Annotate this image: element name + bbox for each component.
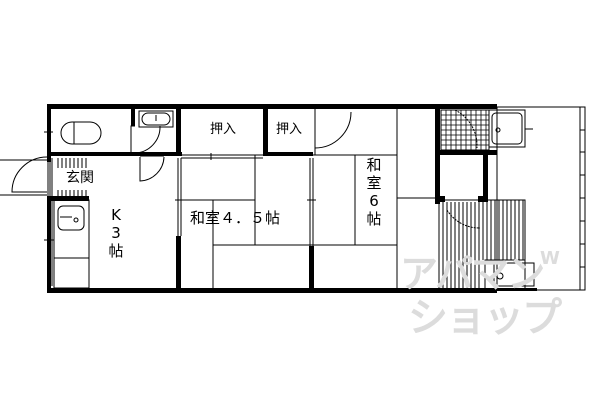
kitchen-label-k: K: [111, 206, 121, 224]
kitchen-label-jo: 帖: [108, 242, 124, 260]
washitsu6-door: [314, 110, 352, 149]
kitchen-label-num: 3: [111, 224, 121, 242]
room-label-washitsu-45: 和室４．５帖: [190, 209, 281, 227]
room-label-entrance: 玄関: [66, 170, 94, 186]
washitsu6-label-wa: 和: [366, 156, 382, 174]
hall-door: [139, 156, 165, 182]
kitchen-sink: [57, 205, 85, 231]
washitsu6-label-num: 6: [369, 192, 379, 210]
watermark-line1: アパマン: [400, 252, 545, 296]
watermark-mark: W: [540, 248, 560, 269]
bathtub: [60, 121, 102, 145]
washitsu6-label-jo: 帖: [366, 210, 382, 228]
toilet-door: [130, 125, 161, 154]
room-label-washitsu-6: 和 室 6 帖: [364, 158, 384, 227]
shower-tray: [488, 109, 526, 148]
toilet: [141, 112, 171, 126]
washitsu6-label-shitsu: 室: [366, 174, 382, 192]
washing-machine-pan: [493, 262, 535, 287]
room-label-closet-2: 押入: [276, 122, 303, 137]
room-label-kitchen: K 3 帖: [106, 208, 126, 259]
room-label-closet-1: 押入: [210, 122, 237, 137]
watermark-line2: ショップ: [408, 295, 562, 341]
